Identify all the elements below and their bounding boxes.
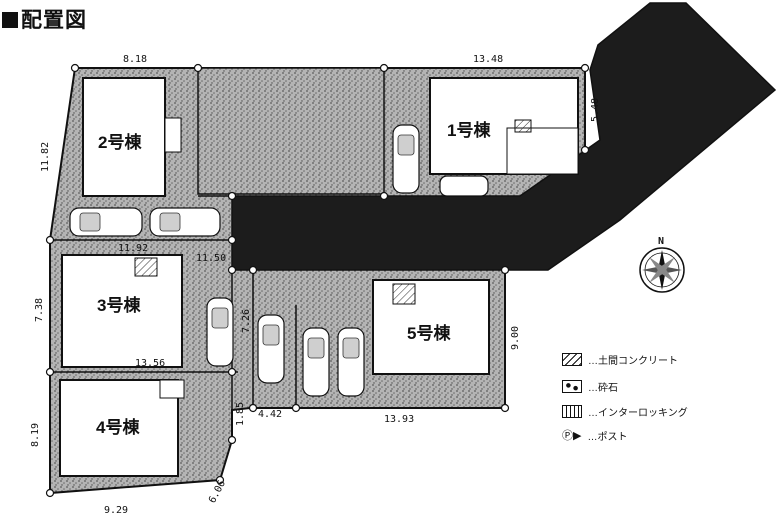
dimension-label: 7.26: [241, 308, 252, 333]
brick-swatch-icon: [562, 405, 582, 418]
building-2-label: 2号棟: [98, 133, 142, 152]
gravel-swatch-icon: [562, 380, 582, 393]
dimension-label: 13.48: [473, 54, 504, 65]
dimension-label: 11.92: [118, 243, 149, 254]
building-4-label: 4号棟: [96, 418, 140, 437]
dimension-label: 9.29: [104, 505, 129, 516]
title-text: 配置図: [21, 9, 87, 32]
dimension-label: 7.38: [34, 297, 45, 322]
dimension-label: 4.42: [258, 409, 283, 420]
dimension-label: 13.93: [384, 414, 415, 425]
building-3-footprint: [61, 254, 183, 368]
car-space: [439, 175, 489, 197]
legend-item: Ⓟ▶ …ポスト: [562, 427, 627, 443]
page-title: 配置図: [0, 4, 87, 34]
building-3-label: 3号棟: [97, 296, 141, 315]
dimension-label: 13.56: [135, 358, 166, 369]
legend-item: …砕石: [562, 379, 618, 394]
building-5-footprint: [372, 279, 490, 375]
hatch-swatch-icon: [562, 353, 582, 366]
dimension-label: 9.00: [510, 325, 521, 350]
dimension-label: 1.85: [235, 401, 246, 426]
dimension-label: 8.19: [30, 422, 41, 447]
building-5-label: 5号棟: [407, 324, 451, 343]
legend-item: …土間コンクリート: [562, 352, 678, 367]
legend-item: …インターロッキング: [562, 404, 688, 419]
legend-text: …砕石: [588, 383, 618, 394]
dimension-label: 5.48: [590, 97, 601, 122]
parking-area-top: [197, 67, 385, 195]
dimension-label: 8.18: [123, 54, 148, 65]
dimension-label: 11.82: [40, 141, 51, 172]
building-4-footprint: [59, 379, 179, 477]
building-1-label: 1号棟: [447, 121, 491, 140]
legend-text: …インターロッキング: [588, 408, 688, 419]
compass-north-label: N: [658, 236, 665, 247]
dimension-label: 11.50: [196, 253, 227, 264]
compass-rose-icon: [639, 247, 685, 293]
post-symbol-icon: Ⓟ▶: [562, 430, 582, 442]
legend-text: …ポスト: [587, 431, 628, 443]
legend-text: …土間コンクリート: [588, 356, 678, 367]
